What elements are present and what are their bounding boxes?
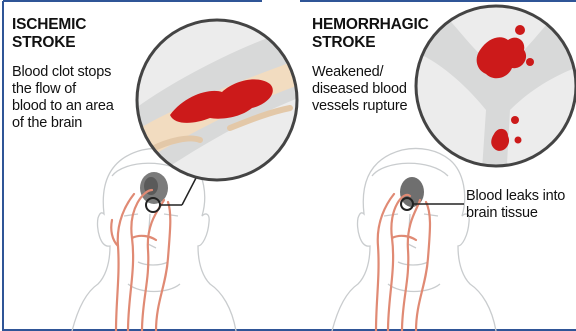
hemorrhagic-title: HEMORRHAGIC STROKE [312, 16, 442, 52]
ischemic-desc-line: the flow of [12, 81, 142, 98]
hemorrhagic-title-line: STROKE [312, 34, 442, 52]
hemorrhagic-arteries [376, 194, 430, 331]
ischemic-desc-line: of the brain [12, 115, 142, 132]
ischemic-title-line: STROKE [12, 34, 122, 52]
ischemic-desc-line: Blood clot stops [12, 64, 142, 81]
hemorrhagic-description: Weakened/ diseased blood vessels rupture [312, 64, 427, 115]
hemorrhagic-desc-line: vessels rupture [312, 98, 427, 115]
ischemic-desc-line: blood to an area [12, 98, 142, 115]
ischemic-description: Blood clot stops the flow of blood to an… [12, 64, 142, 132]
ischemic-pointer-leader [182, 178, 196, 205]
blood-leak-callout: Blood leaks into brain tissue [466, 188, 576, 222]
hemorrhagic-desc-line: diseased blood [312, 81, 427, 98]
blood-leak-line: brain tissue [466, 205, 576, 222]
ischemic-title: ISCHEMIC STROKE [12, 16, 122, 52]
ischemic-arteries [111, 190, 170, 331]
hemorrhagic-desc-line: Weakened/ [312, 64, 427, 81]
hemorrhagic-title-line: HEMORRHAGIC [312, 16, 442, 34]
ischemic-title-line: ISCHEMIC [12, 16, 122, 34]
blood-leak-line: Blood leaks into [466, 188, 576, 205]
